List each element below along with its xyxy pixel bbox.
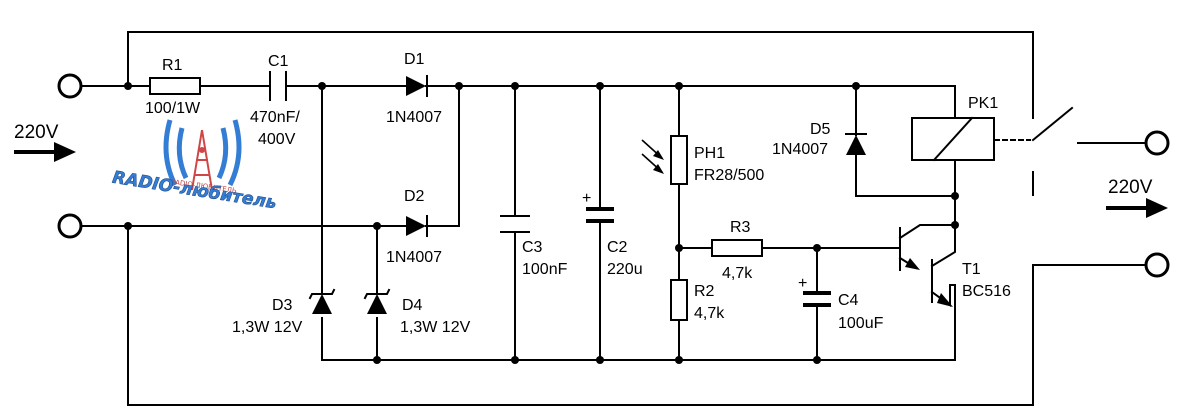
ph1-value: FR28/500: [694, 167, 764, 184]
resistor-r1: R1 100/1W: [145, 57, 201, 117]
d5-value: 1N4007: [772, 141, 828, 158]
diode-d1: D1 1N4007: [386, 51, 442, 126]
capacitor-c1: C1 470nF/ 400V: [250, 53, 300, 148]
c1-value-line1: 470nF/: [250, 109, 300, 126]
output-terminals: [1144, 130, 1170, 278]
c4-value: 100uF: [838, 315, 884, 332]
d2-ref: D2: [404, 188, 425, 205]
output-terminal-bottom: [1144, 252, 1170, 278]
c4-polarity: +: [798, 275, 807, 292]
d5-ref: D5: [810, 121, 831, 138]
t1-value: BC516: [962, 283, 1011, 300]
r3-ref: R3: [730, 219, 751, 236]
input-arrow-icon: [14, 142, 76, 162]
transistor-t1: T1 BC516: [898, 224, 1011, 307]
d3-value: 1,3W 12V: [232, 319, 303, 336]
diode-d2: D2 1N4007: [386, 188, 442, 266]
c2-ref: C2: [607, 239, 628, 256]
r3-value: 4,7k: [722, 265, 753, 282]
capacitor-c2: + C2 220u: [582, 190, 643, 278]
d4-value: 1,3W 12V: [400, 319, 471, 336]
c2-polarity: +: [582, 190, 591, 207]
t1-ref: T1: [962, 261, 981, 278]
wires: [81, 31, 1146, 406]
d2-value: 1N4007: [386, 249, 442, 266]
antenna-tower-icon: [191, 129, 213, 191]
output-terminal-top: [1144, 130, 1170, 156]
photoresistor-ph1: PH1 FR28/500: [641, 135, 764, 185]
d3-ref: D3: [272, 297, 293, 314]
input-terminal-top: [57, 73, 83, 99]
input-terminals: [57, 73, 83, 239]
c3-value: 100nF: [522, 261, 568, 278]
capacitor-c4: + C4 100uF: [798, 275, 884, 332]
r1-ref: R1: [162, 57, 183, 74]
zener-diode-d3: D3 1,3W 12V: [232, 288, 336, 336]
d1-value: 1N4007: [386, 109, 442, 126]
input-terminal-bottom: [57, 213, 83, 239]
c1-value-line2: 400V: [258, 131, 296, 148]
c4-ref: C4: [838, 292, 859, 309]
pk1-ref: PK1: [968, 95, 998, 112]
c2-value: 220u: [607, 261, 643, 278]
resistor-r2: R2 4,7k: [670, 279, 725, 322]
zener-diode-d4: D4 1,3W 12V: [363, 288, 471, 336]
diode-d5: D5 1N4007: [772, 121, 867, 158]
c3-ref: C3: [522, 239, 543, 256]
input-voltage-label: 220V: [14, 122, 59, 143]
radio-waves-icon: [163, 119, 242, 187]
output-arrow-icon: [1106, 198, 1168, 218]
resistor-r3: R3 4,7k: [711, 219, 763, 282]
r1-value: 100/1W: [145, 100, 201, 117]
relay-pk1: PK1: [911, 95, 998, 162]
r2-ref: R2: [694, 283, 715, 300]
capacitor-c3: C3 100nF: [500, 215, 568, 278]
d1-ref: D1: [404, 51, 425, 68]
ph1-ref: PH1: [694, 145, 725, 162]
radio-lubitel-logo: RADIO-ЛЮБИТЕЛЬ RADIO-любитель: [111, 119, 278, 214]
output-voltage-label: 220V: [1108, 177, 1153, 198]
r2-value: 4,7k: [694, 305, 725, 322]
junction-dots: [124, 82, 959, 364]
c1-ref: C1: [268, 53, 289, 70]
light-arrows-icon: [641, 139, 664, 174]
d4-ref: D4: [402, 297, 423, 314]
